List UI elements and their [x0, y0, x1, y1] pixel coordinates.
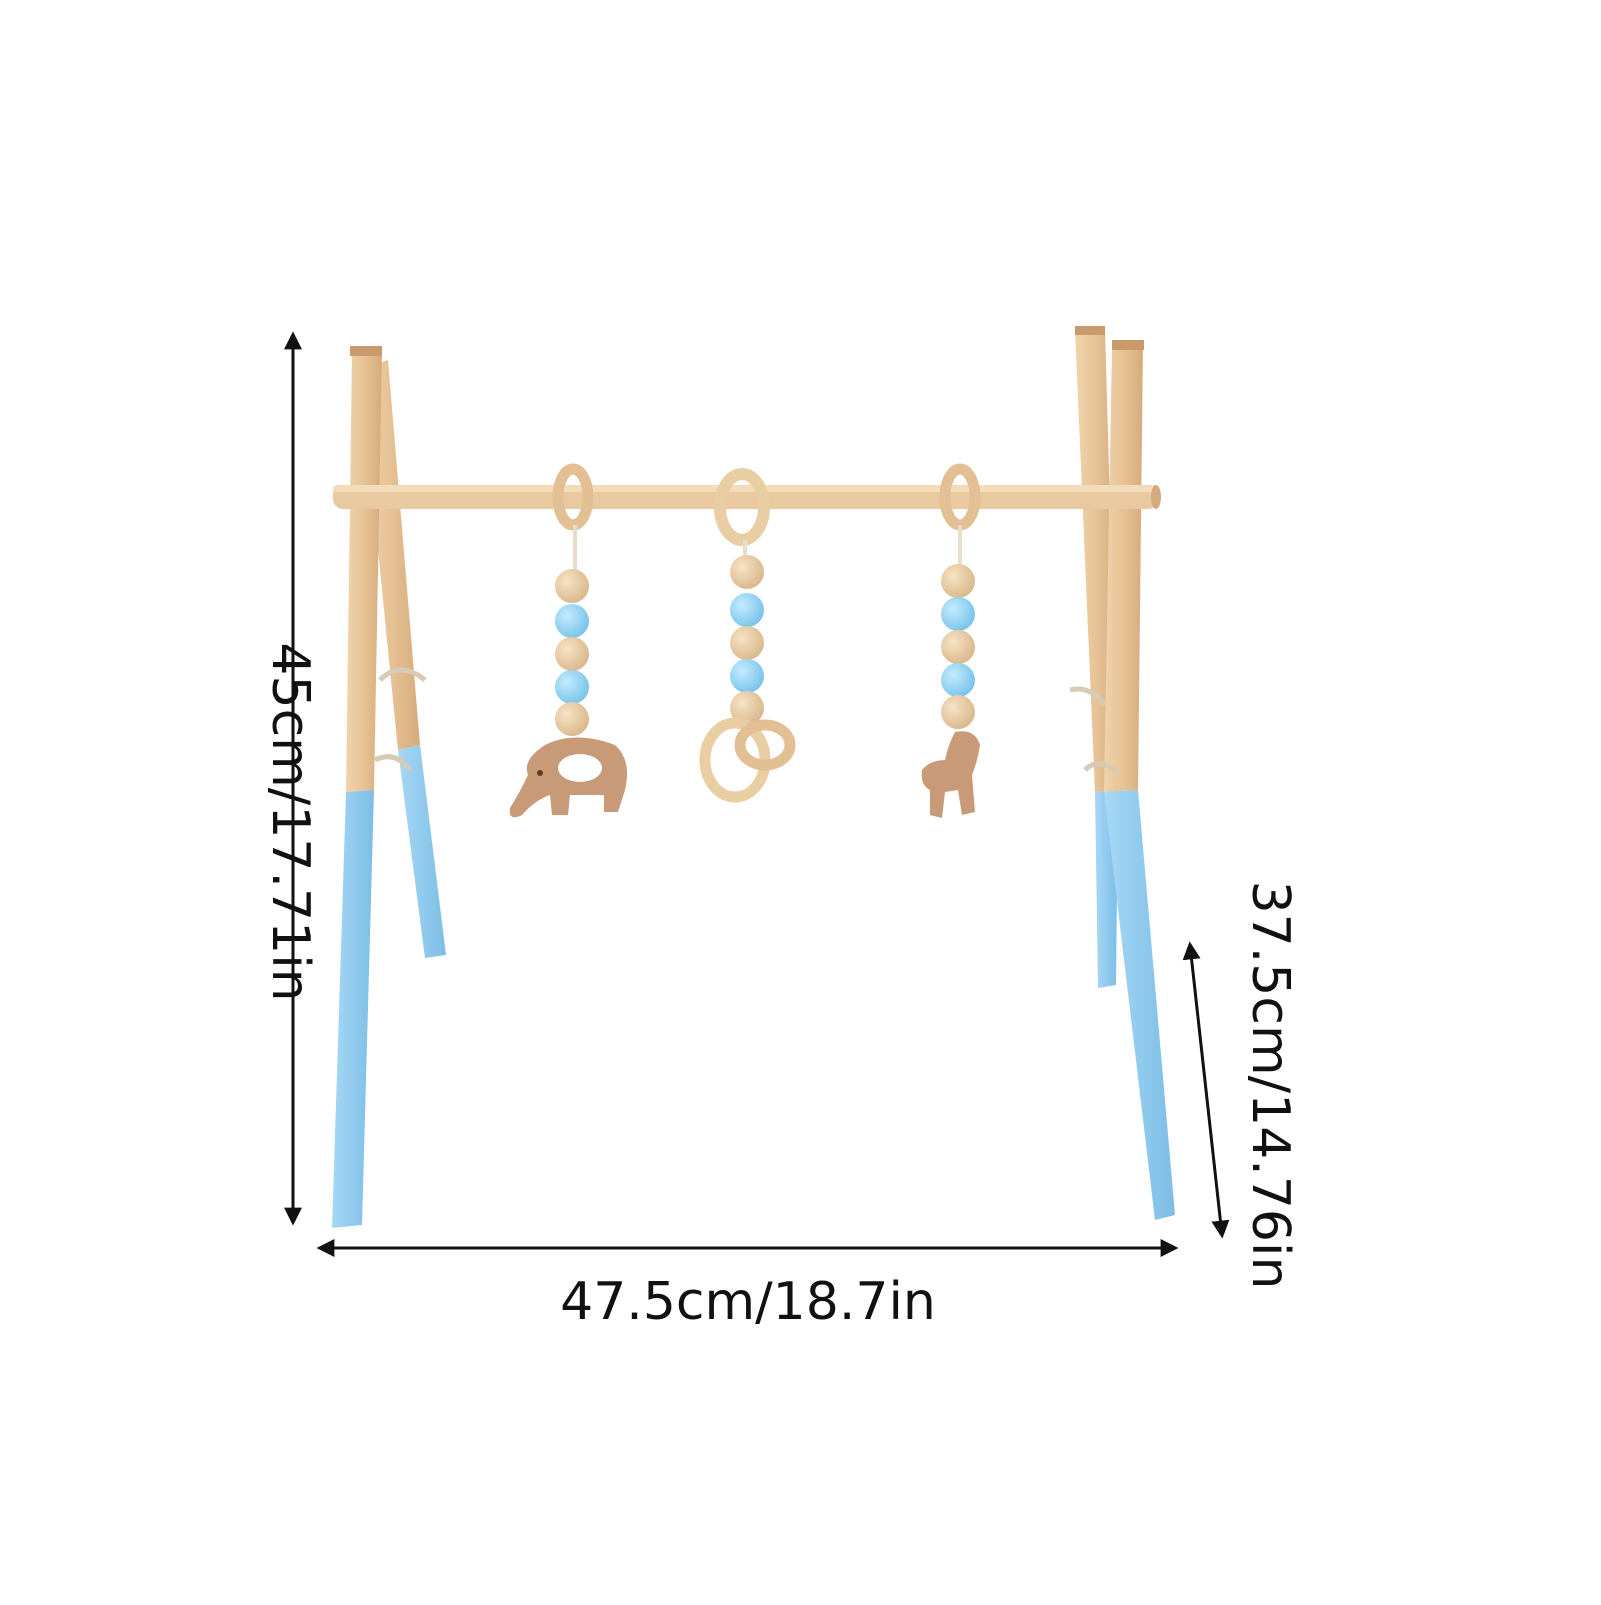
width-dimension-label: 47.5cm/18.7in — [560, 1272, 936, 1332]
right-rope — [1069, 686, 1122, 777]
toy3-bead-1 — [941, 564, 975, 598]
ring-toy — [699, 468, 796, 803]
height-dimension-label: 45cm/17.71in — [260, 642, 320, 1002]
toy3-bead-4 — [941, 663, 975, 697]
toy1-bead-3 — [555, 637, 589, 671]
giraffe-toy — [921, 463, 981, 818]
toy2-ring — [714, 468, 770, 546]
right-front-leg-paint — [1104, 790, 1175, 1220]
leg-arrow — [1182, 941, 1230, 1239]
toy1-bead-2 — [555, 604, 589, 638]
toy2-bead-2 — [730, 593, 764, 627]
leg-dimension-label: 37.5cm/14.76in — [1240, 880, 1300, 1290]
toy1-bead-4 — [555, 670, 589, 704]
toy2-bead-1 — [730, 555, 764, 589]
toy3-bead-3 — [941, 630, 975, 664]
giraffe-teether — [921, 731, 980, 818]
top-bar — [333, 485, 1161, 509]
right-leg-top-back — [1075, 326, 1105, 335]
toy1-bead-5 — [555, 702, 589, 736]
left-rope — [373, 667, 427, 772]
right-leg-top — [1112, 340, 1144, 350]
toy2-bead-3 — [730, 626, 764, 660]
left-back-leg-paint — [398, 745, 446, 958]
left-frame — [332, 346, 446, 1228]
toy2-bead-4 — [730, 659, 764, 693]
toy2-bead-5 — [730, 691, 764, 725]
elephant-toy — [509, 463, 628, 818]
left-front-leg-paint — [332, 790, 374, 1228]
left-front-leg-wood — [346, 350, 382, 792]
left-leg-top — [350, 346, 382, 356]
toy2-lower-ring-b — [734, 719, 796, 771]
toy1-bead-1 — [555, 569, 589, 603]
toy3-bead-5 — [941, 695, 975, 729]
right-frame — [1069, 326, 1175, 1220]
right-front-leg-wood — [1104, 342, 1143, 792]
toy3-bead-2 — [941, 597, 975, 631]
